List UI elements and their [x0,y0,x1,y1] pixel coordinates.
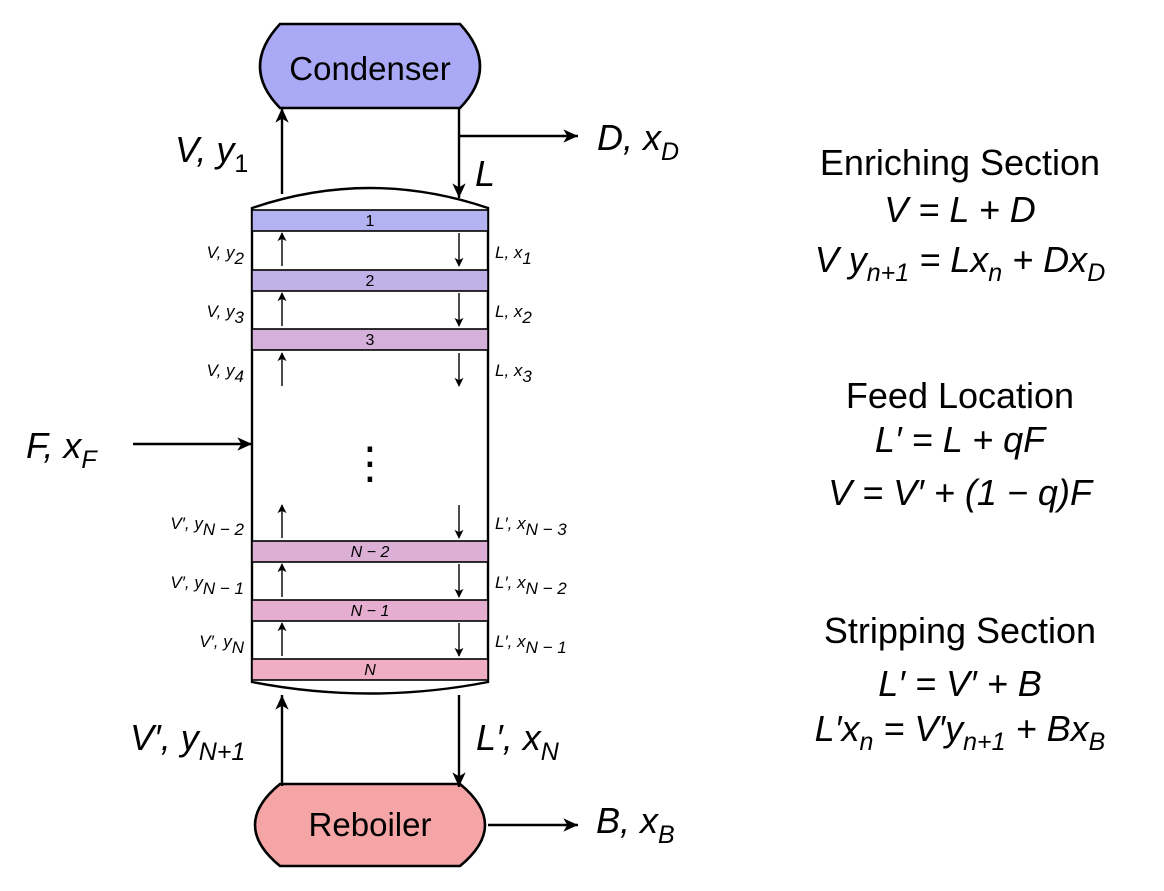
tray-label: N − 1 [351,603,390,620]
vapor-label: V′, yN − 2 [170,514,244,539]
liquid-label: L′, xN − 1 [495,632,567,657]
condenser-label: Condenser [289,50,450,87]
bottoms-label: B, xB [596,800,675,849]
liquid-label: L, x3 [495,361,532,386]
liquid-label: L, x1 [495,243,532,268]
liquid-stream-labels: L, x1 L, x2 L, x3 L′, xN − 3 L′, xN − 2 L′, x… [495,243,567,657]
tray-label: N − 2 [351,544,390,561]
reboiler-vessel [253,782,487,868]
internal-flow-arrows [277,232,464,657]
feed-eq1: L′ = L + qF [875,419,1047,460]
tray-plate [251,209,489,232]
vapor-label: V, y4 [207,361,245,386]
stripping-section: Stripping Section L′ = V′ + B L′xn = V′y… [815,610,1106,756]
feed-title: Feed Location [846,375,1074,416]
tray-label: N [364,662,376,679]
trays: 1 2 3 N − 2 N − 1 N [251,209,489,681]
enriching-section: Enriching Section V = L + D V yn+1 = Lxn… [815,142,1106,287]
vapor-label: V, y3 [207,302,245,327]
tray-2: 2 [251,269,489,292]
enriching-title: Enriching Section [820,142,1100,183]
external-streams [133,108,578,832]
top-vapor-label: V, y1 [175,129,248,178]
tray-plate [251,658,489,681]
feed-eq2: V = V′ + (1 − q)F [828,472,1094,513]
stripping-title: Stripping Section [824,610,1096,651]
reboiler-label: Reboiler [309,806,432,843]
bottom-liquid-label: L′, xN [476,717,560,766]
feed-section: Feed Location L′ = L + qF V = V′ + (1 − … [828,375,1094,513]
condenser: Condenser [258,22,482,110]
stripping-eq1: L′ = V′ + B [878,663,1042,704]
distillate-label: D, xD [597,117,679,166]
tray-plate [251,540,489,563]
liquid-label: L′, xN − 2 [495,573,567,598]
tray-plate [251,599,489,622]
vapor-label: V′, yN − 1 [170,573,244,598]
tray-plate [251,328,489,351]
tray-4: N − 2 [251,540,489,563]
vapor-label: V, y2 [207,243,245,268]
liquid-label: L, x2 [495,302,532,327]
tray-3: 3 [251,328,489,351]
tray-label: 2 [366,273,375,290]
tray-1: 1 [251,209,489,232]
tray-label: 3 [366,332,375,349]
vapor-label: V′, yN [199,632,244,657]
vapor-stream-labels: V, y2 V, y3 V, y4 V′, yN − 2 V′, yN − 1 V′, y… [170,243,244,657]
enriching-eq2: V yn+1 = Lxn + DxD [815,239,1106,287]
tray-plate [251,269,489,292]
column [250,186,490,695]
stream-labels: V, y1 D, xD L F, xF V′, yN+1 L′, xN B, x… [26,117,679,849]
feed-label: F, xF [26,425,98,474]
enriching-eq1: V = L + D [884,189,1035,230]
tray-ellipsis: ⋮ [348,439,392,488]
bottom-vapor-label: V′, yN+1 [130,717,245,766]
reboiler: Reboiler [253,782,487,868]
stripping-eq2: L′xn = V′yn+1 + BxB [815,708,1106,756]
tray-6: N [251,658,489,681]
reflux-label: L [475,153,495,194]
column-shell [250,186,490,695]
liquid-label: L′, xN − 3 [495,514,567,539]
tray-label: 1 [366,213,375,230]
tray-5: N − 1 [251,599,489,622]
